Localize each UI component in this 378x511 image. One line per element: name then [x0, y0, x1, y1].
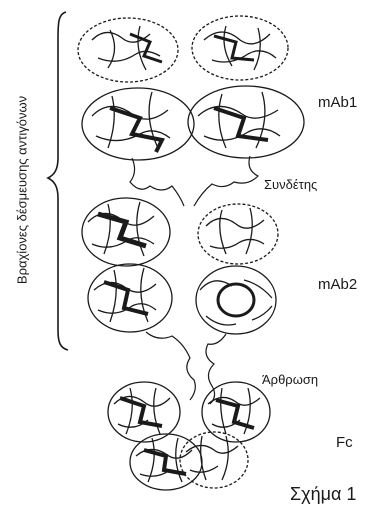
- hinge-label: Άρθρωση: [262, 372, 318, 387]
- mab2-label: mAb2: [318, 276, 357, 293]
- linker-chain: [130, 156, 258, 206]
- fc-label: Fc: [336, 434, 353, 451]
- mab1-domains: [78, 16, 304, 160]
- figure-caption: Σχήμα 1: [290, 484, 356, 505]
- fc-domains: [108, 382, 270, 490]
- mab2-domains: [82, 198, 278, 334]
- arms-label: Βραχίονες δέσμευσης αντιγόνων: [2, 40, 42, 340]
- arms-brace: [48, 12, 68, 350]
- arms-label-text: Βραχίονες δέσμευσης αντιγόνων: [15, 96, 30, 284]
- mab1-label: mAb1: [318, 94, 357, 111]
- hinge-chain: [146, 332, 226, 404]
- linker-label: Συνδέτης: [264, 177, 317, 192]
